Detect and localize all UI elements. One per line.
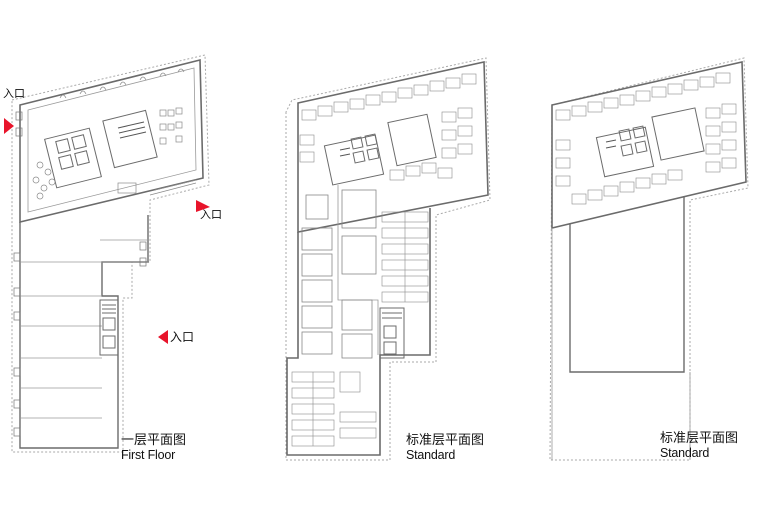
standard-b-slab-edge: [551, 228, 691, 460]
standard-a-lower-core: [379, 307, 405, 359]
podium-outline: [19, 215, 149, 449]
lobby-inner-edge: [27, 67, 197, 213]
entrance-label-west: 入口: [3, 87, 25, 100]
standard-b-tower-leg: [569, 196, 685, 373]
standard-a-core: [323, 113, 437, 186]
lobby-furniture: [32, 68, 197, 200]
entrance-label-east: 入口: [200, 208, 222, 221]
lower-core: [99, 299, 119, 356]
standard-plan-b: [549, 57, 749, 461]
site-boundary: [11, 54, 210, 453]
first-floor-plan: [11, 54, 210, 453]
door-marks: [13, 111, 147, 437]
standard-a-boundary: [285, 57, 491, 461]
standard-a-title-en: Standard: [406, 448, 456, 462]
standard-b-title-cn: 标准层平面图: [660, 431, 739, 446]
standard-a-office-block: [297, 61, 489, 233]
standard-b-core: [595, 107, 705, 178]
standard-a-title-cn: 标准层平面图: [406, 433, 485, 448]
podium-bays: [20, 239, 148, 419]
standard-a-tower-leg: [286, 208, 431, 456]
entrance-arrow-south-icon: [158, 330, 168, 344]
first-floor-title-cn: 一层平面图: [121, 433, 187, 448]
standard-a-desks: [299, 73, 477, 181]
first-floor-core: [44, 109, 158, 189]
standard-a-workstations-leg: [381, 211, 429, 303]
first-floor-title-en: First Floor: [121, 448, 176, 462]
lobby-block-outline: [19, 58, 204, 224]
standard-plan-a: [285, 57, 491, 461]
standard-a-rooms: [301, 189, 377, 359]
standard-b-boundary: [549, 57, 749, 461]
entrance-arrow-east-icon: [196, 200, 210, 212]
standard-b-office-block: [551, 61, 747, 230]
entrance-label-south: 入口: [170, 330, 195, 344]
standard-b-title-en: Standard: [660, 446, 710, 460]
entrance-arrow-west-icon: [4, 118, 14, 134]
standard-a-lower-office: [291, 371, 377, 447]
standard-b-desks: [555, 72, 737, 205]
